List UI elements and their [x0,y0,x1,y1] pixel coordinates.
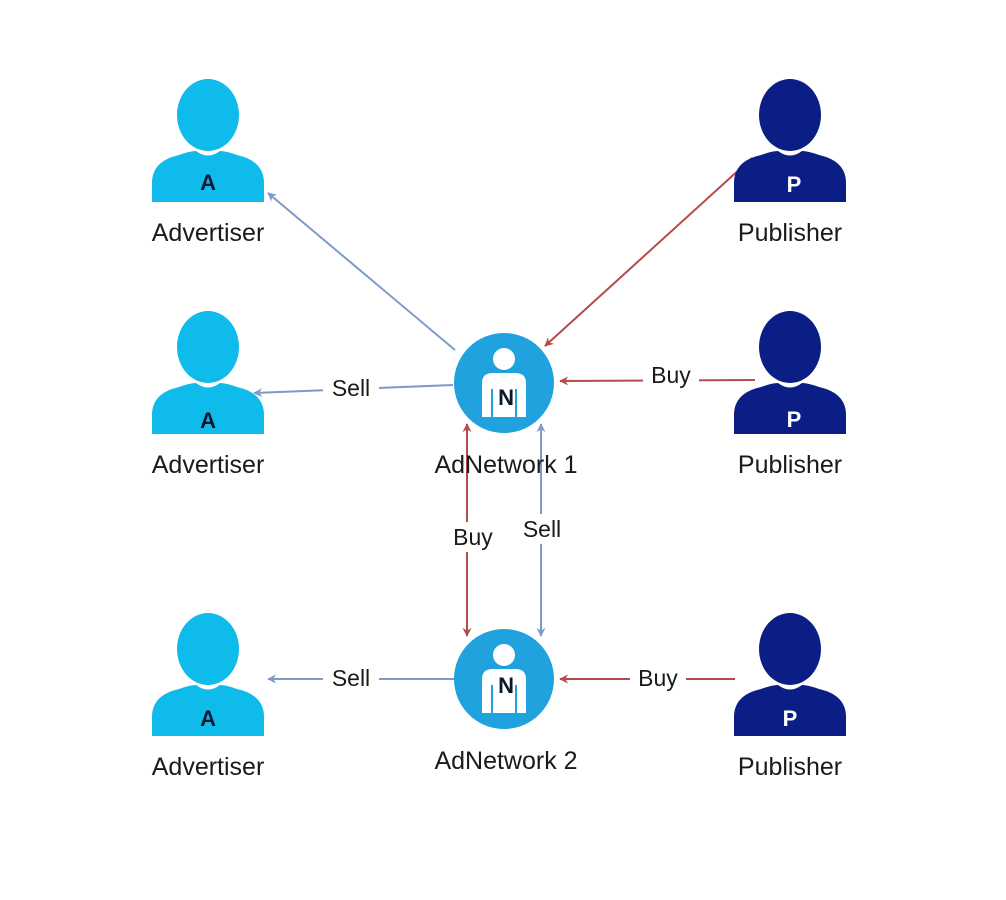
publisher-badge: P [783,706,798,731]
person-in-circle-icon [482,348,526,417]
person-icon [734,613,846,736]
person-icon [734,79,846,202]
edge-label-sell-networks: Sell [523,516,561,542]
edge-label-buy-pub3: Buy [638,665,678,691]
publisher-label: Publisher [738,219,842,247]
publisher-label: Publisher [738,753,842,781]
edge-label-sell-adv2: Sell [332,375,370,401]
advertiser-badge: A [200,170,216,195]
publisher-node-3: P Publisher [734,613,846,781]
adnetwork-node-2: N AdNetwork 2 [434,629,578,775]
publisher-badge: P [787,172,802,197]
person-in-circle-icon [482,644,526,713]
adnetwork-label: AdNetwork 1 [434,451,577,479]
publisher-node-2: P Publisher [734,311,846,479]
advertiser-node-1: A Advertiser [152,79,265,247]
adnetwork-node-1: N AdNetwork 1 [434,333,578,479]
advertiser-node-2: A Advertiser [152,311,265,479]
adnetwork-badge: N [498,385,514,410]
person-icon [152,311,264,434]
adnetwork-label: AdNetwork 2 [434,747,577,775]
advertiser-label: Advertiser [152,451,265,479]
edge-publisher1-to-adnetwork1 [544,157,753,347]
adnetwork-badge: N [498,673,514,698]
advertiser-label: Advertiser [152,753,265,781]
person-icon [152,613,264,736]
edge-adnetwork1-to-advertiser1 [267,192,456,351]
person-icon [734,311,846,434]
publisher-badge: P [787,407,802,432]
person-icon [152,79,264,202]
advertiser-badge: A [200,408,216,433]
publisher-label: Publisher [738,451,842,479]
advertiser-badge: A [200,706,216,731]
advertiser-label: Advertiser [152,219,265,247]
publisher-node-1: P Publisher [734,79,846,247]
advertiser-node-3: A Advertiser [152,613,265,781]
edge-label-sell-adv3: Sell [332,665,370,691]
edge-label-buy-networks: Buy [453,524,493,550]
edge-label-buy-pub2: Buy [651,362,691,388]
edges: Sell Buy Buy Sell Sell Buy [253,157,756,692]
